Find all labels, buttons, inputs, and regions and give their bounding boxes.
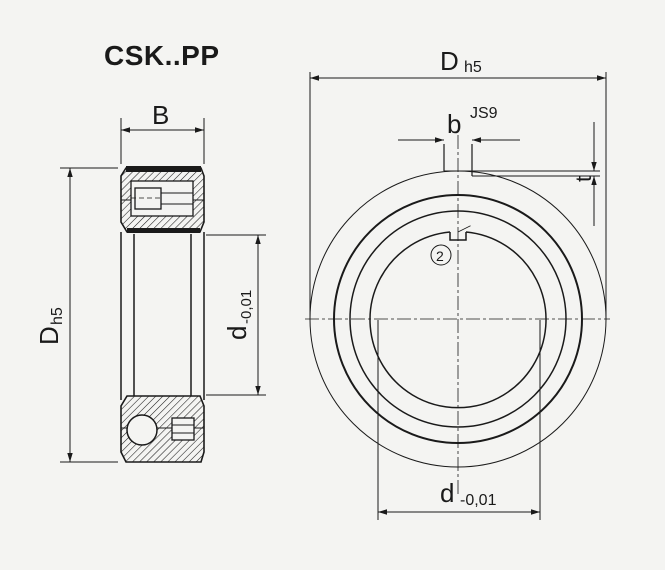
upper-section	[120, 166, 205, 233]
drawing-title: CSK..PP	[104, 40, 220, 71]
outer-dia-sub: h5	[49, 307, 66, 325]
outer-dia-letter: D	[34, 326, 64, 345]
side-view	[60, 118, 266, 463]
outer-diameter-label-front: D	[440, 46, 459, 76]
bore-label-side: d -0,01	[222, 290, 255, 340]
bore-letter: d	[222, 326, 252, 340]
keyway-depth-label: t	[571, 176, 596, 182]
outer-diameter-label-side: D h5	[34, 307, 66, 345]
lower-section	[120, 395, 205, 463]
bore-dimension-side	[206, 234, 266, 396]
bore-sub-front: -0,01	[460, 492, 497, 509]
body-lines	[120, 232, 205, 400]
keyway-width-label: b	[447, 109, 461, 139]
callout-circle	[430, 244, 452, 266]
keyway-width-sup: JS9	[470, 105, 498, 122]
center-lines	[305, 135, 610, 495]
width-dimension	[120, 118, 205, 164]
callout-number: 2	[436, 248, 444, 264]
bore-label-front: d	[440, 478, 454, 508]
bore-sub: -0,01	[238, 290, 255, 324]
bore-dimension-front	[377, 320, 541, 520]
outer-diameter-dimension-front	[309, 72, 607, 320]
front-view	[305, 72, 610, 520]
outer-diameter-dimension-side	[60, 167, 118, 463]
outer-diameter-sub-front: h5	[464, 59, 482, 76]
width-label: B	[152, 100, 169, 130]
